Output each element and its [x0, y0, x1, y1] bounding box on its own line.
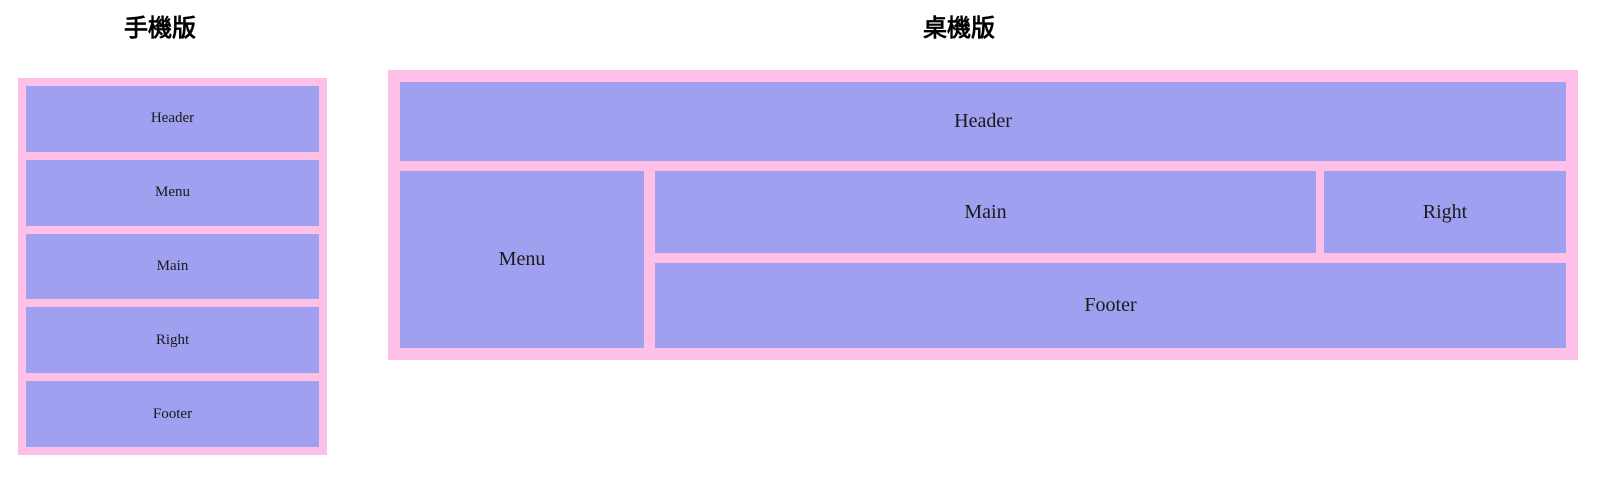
mobile-block-header: Header	[26, 86, 319, 152]
mobile-block-footer: Footer	[26, 381, 319, 447]
mobile-layout-title: 手機版	[124, 14, 196, 42]
mobile-block-menu: Menu	[26, 159, 319, 226]
mobile-layout-wireframe: Header Menu Main Right Footer	[18, 78, 327, 455]
desktop-middle-row: Main Right	[655, 171, 1566, 253]
desktop-block-menu: Menu	[400, 171, 644, 348]
desktop-layout-wireframe: Header Menu Main Right Footer	[388, 70, 1578, 360]
mobile-block-right: Right	[26, 307, 319, 374]
desktop-block-footer: Footer	[655, 263, 1566, 348]
desktop-layout-title: 桌機版	[923, 14, 995, 42]
mobile-block-main: Main	[26, 233, 319, 300]
desktop-block-main: Main	[655, 171, 1316, 253]
desktop-content-stack: Main Right Footer	[655, 171, 1566, 348]
desktop-block-right: Right	[1324, 171, 1566, 253]
desktop-block-header: Header	[400, 82, 1566, 161]
desktop-body-row: Menu Main Right Footer	[400, 171, 1566, 348]
